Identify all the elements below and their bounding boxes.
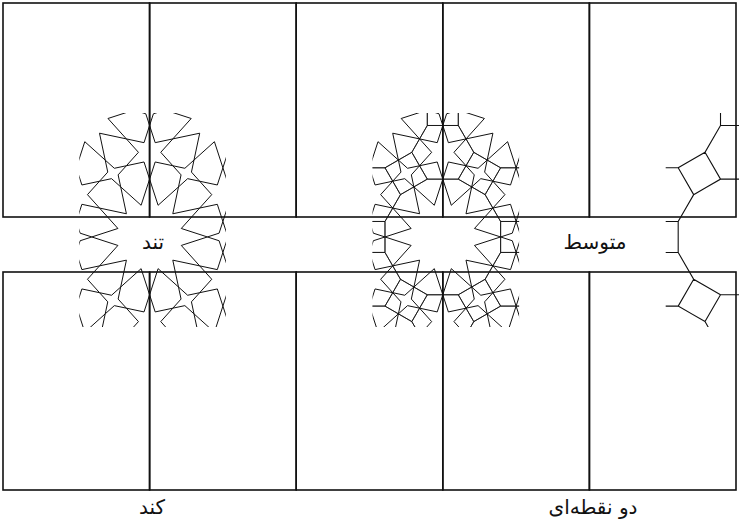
panel-frame <box>150 272 297 490</box>
pattern-panel <box>666 113 739 327</box>
pattern-panel <box>79 113 226 327</box>
panel-frame <box>589 272 736 490</box>
pattern-panel <box>372 113 519 327</box>
star-pattern-lines <box>79 113 226 327</box>
angle-family-label: تند <box>142 230 164 254</box>
panel-frame <box>296 3 443 217</box>
tessellation-lines <box>372 113 519 327</box>
panel-frame <box>3 272 150 490</box>
panel-frame <box>150 3 297 217</box>
angle-family-label: کند <box>139 495 165 519</box>
panel-frame <box>443 3 590 217</box>
angle-family-label: دو نقطه‌ای <box>549 495 638 519</box>
star-pattern-lines <box>372 113 519 327</box>
angle-family-label: متوسط <box>564 230 627 254</box>
tessellation-lines <box>666 113 739 327</box>
panel-frame <box>296 272 443 490</box>
panel-frame <box>589 3 736 217</box>
panel-frame <box>3 3 150 217</box>
panel-frame <box>443 272 590 490</box>
